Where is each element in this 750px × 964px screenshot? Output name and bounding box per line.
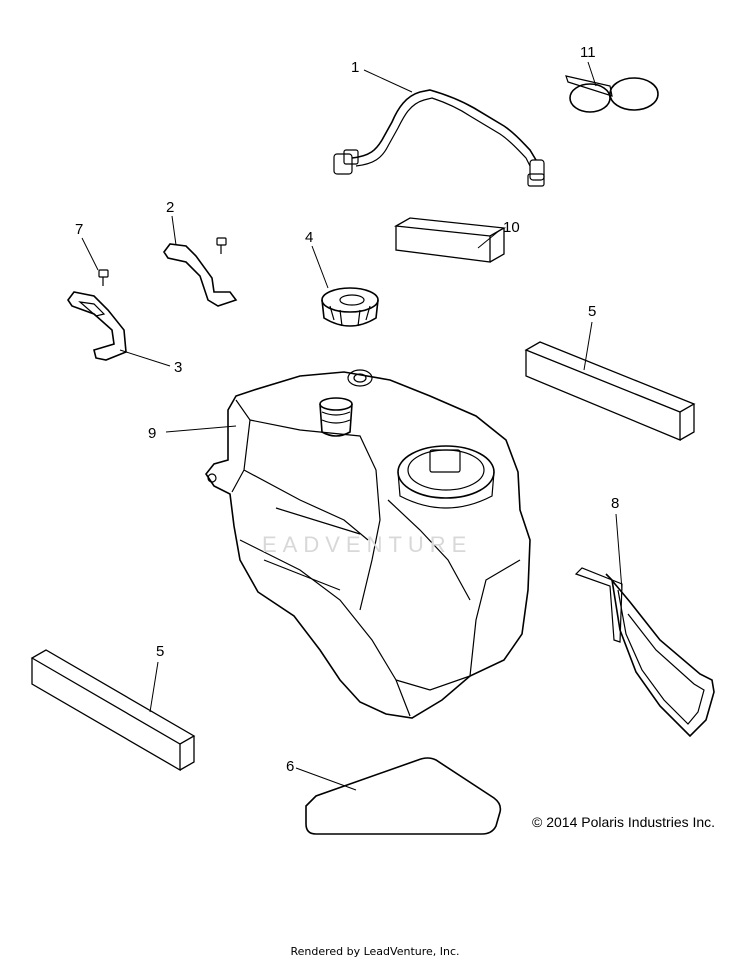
callout-label-6[interactable]: 6 <box>286 758 294 775</box>
foam-block-part[interactable] <box>393 217 507 263</box>
callout-label-9[interactable]: 9 <box>148 425 156 442</box>
screw-part[interactable] <box>98 237 227 286</box>
fuel-tank-part[interactable]: EADVENTURE <box>205 369 531 719</box>
svg-text:EADVENTURE: EADVENTURE <box>262 532 472 557</box>
tank-strap-part[interactable] <box>574 567 715 738</box>
callout-label-3[interactable]: 3 <box>174 359 182 376</box>
callout-label-5-right[interactable]: 5 <box>588 303 596 320</box>
callout-label-2[interactable]: 2 <box>166 199 174 216</box>
foam-pad-right-part[interactable] <box>524 341 696 441</box>
foam-pad-left-part[interactable] <box>30 649 196 772</box>
callout-label-10[interactable]: 10 <box>503 219 520 236</box>
bracket-upper-part[interactable] <box>163 243 238 307</box>
leader-lines <box>81 61 623 791</box>
callout-label-11[interactable]: 11 <box>580 44 596 61</box>
bracket-lower-part[interactable] <box>67 291 127 361</box>
footer-rendered-by: Rendered by LeadVenture, Inc. <box>290 945 460 958</box>
callout-label-5-left[interactable]: 5 <box>156 643 164 660</box>
callout-label-1[interactable]: 1 <box>351 59 359 76</box>
fuel-line-part[interactable] <box>333 89 545 187</box>
callout-label-7[interactable]: 7 <box>75 221 83 238</box>
copyright-notice: © 2014 Polaris Industries Inc. <box>532 814 716 830</box>
fuel-cap-part[interactable] <box>321 287 379 327</box>
decal-part[interactable] <box>305 757 502 835</box>
callout-label-8[interactable]: 8 <box>611 495 619 512</box>
hose-clamp-part[interactable] <box>565 75 659 113</box>
callout-label-4[interactable]: 4 <box>305 229 313 246</box>
